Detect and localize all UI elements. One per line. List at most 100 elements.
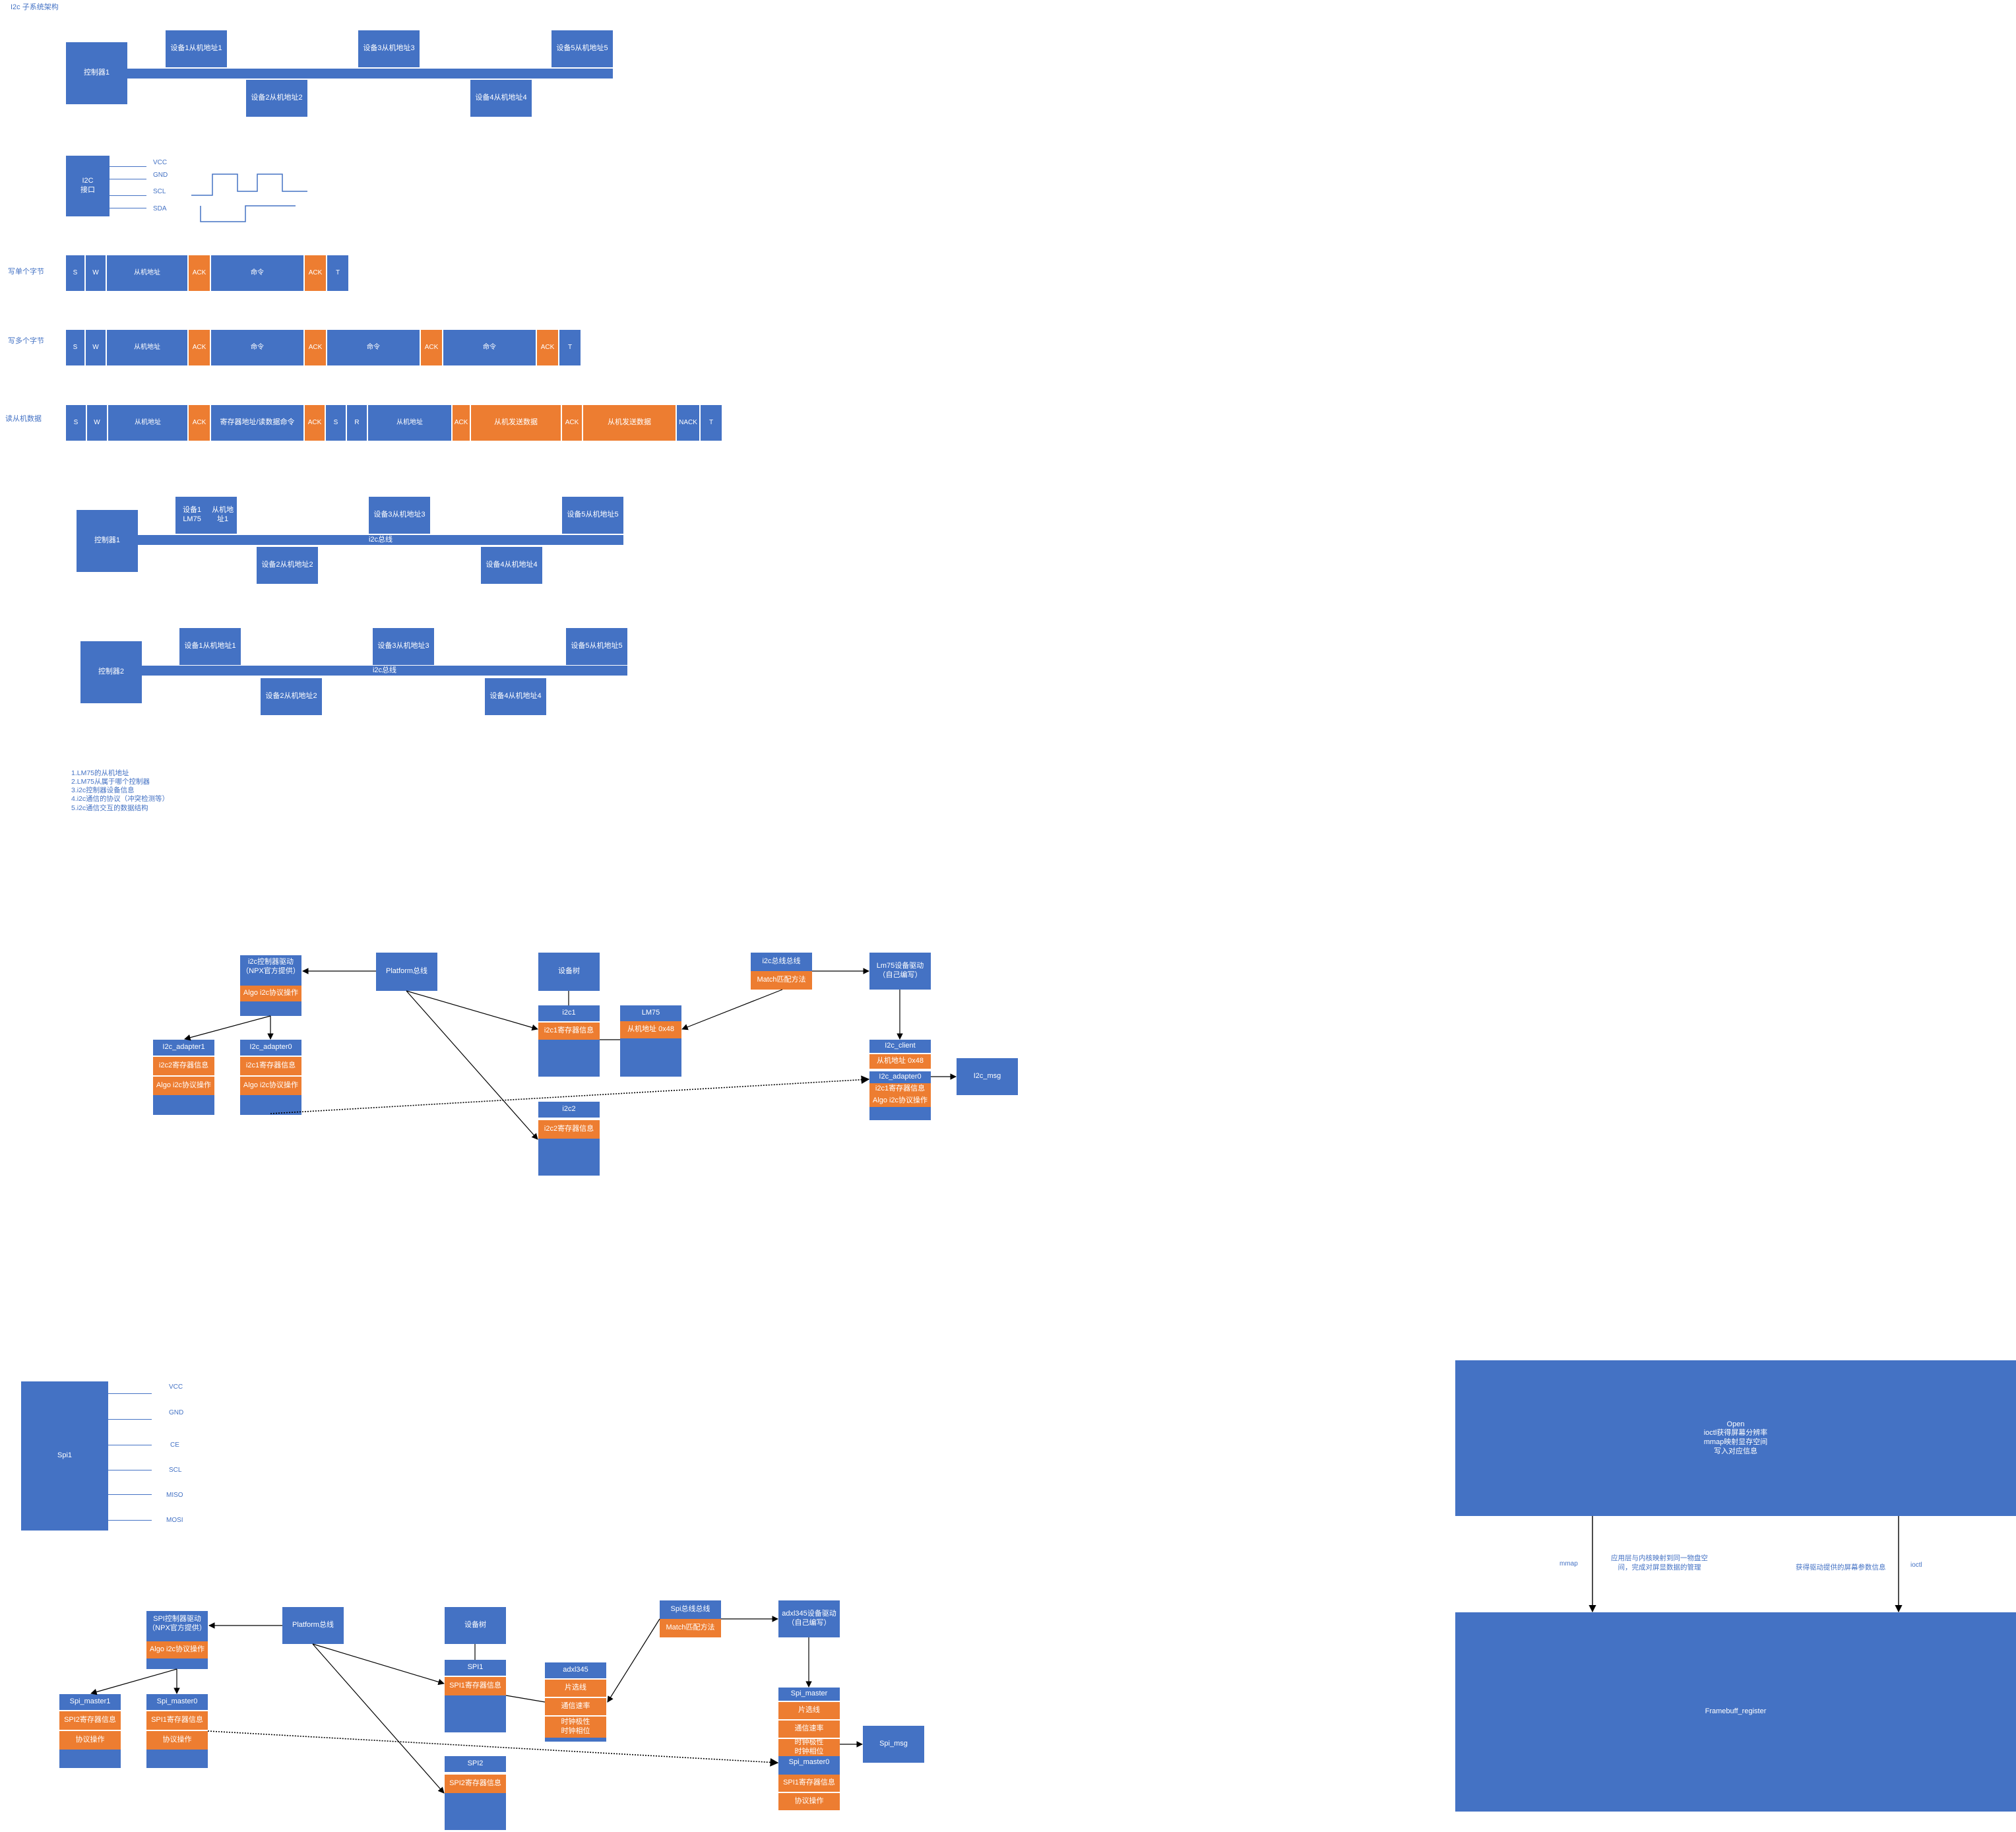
pin-label: MISO — [166, 1492, 183, 1499]
i2c-bus-box: i2c总线总线 — [751, 953, 812, 971]
i2c-bus-match: Match匹配方法 — [751, 971, 812, 990]
adapter1-reg: i2c2寄存器信息 — [153, 1057, 214, 1075]
spi2-reg: SPI2寄存器信息 — [445, 1775, 506, 1793]
master0-reg: SPI1寄存器信息 — [146, 1711, 208, 1730]
slave-item: 片选线 — [778, 1702, 840, 1719]
pin-line — [108, 1494, 152, 1495]
spacer — [240, 1095, 301, 1115]
arrow-platform-to-i2c1 — [406, 990, 538, 1031]
spi-bus-box: Spi总线总线 — [660, 1600, 721, 1619]
pin-label: MOSI — [166, 1517, 183, 1524]
frame-cell: W — [87, 405, 107, 441]
master1-reg: SPI2寄存器信息 — [59, 1711, 121, 1730]
arrow-spidriver-to-master1 — [90, 1668, 177, 1695]
adxl345-item: 时钟极性 时钟相位 — [545, 1717, 606, 1738]
spacer — [538, 1139, 600, 1176]
client-algo: Algo i2c协议操作 — [869, 1095, 931, 1107]
i2c-client-box: I2c_client — [869, 1040, 931, 1053]
spacer — [153, 1095, 214, 1115]
spi-ctrl-driver: SPI控制器驱动 （NPX官方提供） — [146, 1611, 208, 1637]
spi1-box: SPI1 — [445, 1660, 506, 1676]
master0-op: 协议操作 — [146, 1731, 208, 1750]
frame-cell: ACK — [189, 405, 210, 441]
controller-box: 控制器2 — [80, 641, 142, 703]
spacer — [59, 1750, 121, 1768]
adxl345-box: adxl345 — [545, 1662, 606, 1678]
spacer — [146, 1637, 208, 1641]
arrow-bus-to-lm75 — [681, 989, 783, 1030]
ioctl-desc: 获得驱动提供的屏幕参数信息 — [1796, 1564, 1886, 1571]
i2c-ctrl-driver: i2c控制器驱动 （NPX官方提供） — [240, 955, 301, 979]
i2c-ctrl-driver-algo: Algo i2c协议操作 — [240, 986, 301, 1001]
frame-cell: S — [66, 255, 84, 291]
frame-cell: W — [86, 330, 106, 365]
mmap-desc: 应用层与内核映射到同一物盘空 间，完成对屏显数据的管理 — [1611, 1554, 1708, 1571]
lm75-addr: 从机地址 0x48 — [620, 1021, 681, 1038]
frame-cell: W — [86, 255, 106, 291]
frame-cell: S — [66, 405, 86, 441]
pin-line — [110, 166, 146, 167]
frame-cell: 命令 — [327, 330, 420, 365]
spacer — [545, 1738, 606, 1742]
pin-label: GND — [153, 172, 168, 179]
device-tree-box: 设备树 — [538, 953, 600, 991]
i2c-msg-box: I2c_msg — [957, 1058, 1018, 1095]
frame-cell: 从机地址 — [368, 405, 451, 441]
spacer — [146, 1750, 208, 1768]
i2c1-reg: i2c1寄存器信息 — [538, 1023, 600, 1040]
frame-cell: 从机地址 — [107, 255, 187, 291]
slave-item: 通信速率 — [778, 1721, 840, 1738]
i2c-interface-box: I2C 接口 — [66, 156, 110, 216]
pin-line — [108, 1520, 152, 1521]
client-reg: i2c1寄存器信息 — [869, 1083, 931, 1095]
adapter0-algo: Algo i2c协议操作 — [240, 1077, 301, 1095]
pin-line — [108, 1419, 152, 1420]
frame-cell: T — [327, 255, 348, 291]
platform-bus-box: Platform总线 — [376, 953, 437, 991]
pin-label: VCC — [169, 1383, 183, 1391]
slave-master: Spi_master0 — [778, 1756, 840, 1769]
scl-waveform — [191, 174, 307, 196]
slave-op: 协议操作 — [778, 1793, 840, 1810]
pin-label: SCL — [169, 1467, 182, 1474]
spi1-to-adxl — [505, 1695, 546, 1703]
spacer — [538, 1040, 600, 1077]
spi-slave-box: Spi_master — [778, 1688, 840, 1701]
pin-label: GND — [169, 1409, 184, 1416]
i2c2-reg: i2c2寄存器信息 — [538, 1120, 600, 1139]
frame-cell: ACK — [421, 330, 442, 365]
frame-cell: 从机发送数据 — [583, 405, 676, 441]
page-title: I2c 子系统架构 — [11, 3, 59, 11]
spi-master1: Spi_master1 — [59, 1694, 121, 1710]
frame-cell: ACK — [305, 255, 326, 291]
frame-cell: 命令 — [211, 255, 303, 291]
frame-cell: 命令 — [211, 330, 303, 365]
arrow-driver-to-adapter1 — [184, 1015, 271, 1041]
pin-line — [108, 1393, 152, 1394]
device-tree-box: 设备树 — [445, 1607, 506, 1644]
frame-cell: ACK — [189, 255, 210, 291]
frame-cell: 从机地址 — [107, 330, 187, 365]
client-adapter: I2c_adapter0 — [869, 1071, 931, 1083]
adxl-driver-box: adxl345设备驱动 （自己编写） — [778, 1600, 840, 1637]
fb-app-box: Open ioctl获得屏幕分辨率 mmap映射显存空间 写入对应信息 — [1455, 1360, 2016, 1516]
frame-label: 写多个字节 — [8, 337, 44, 345]
frame-cell: ACK — [305, 405, 325, 441]
spacer — [778, 1769, 840, 1775]
frame-cell: T — [559, 330, 581, 365]
spacer — [869, 1107, 931, 1120]
frame-cell: 从机发送数据 — [471, 405, 561, 441]
pin-line — [110, 195, 146, 196]
